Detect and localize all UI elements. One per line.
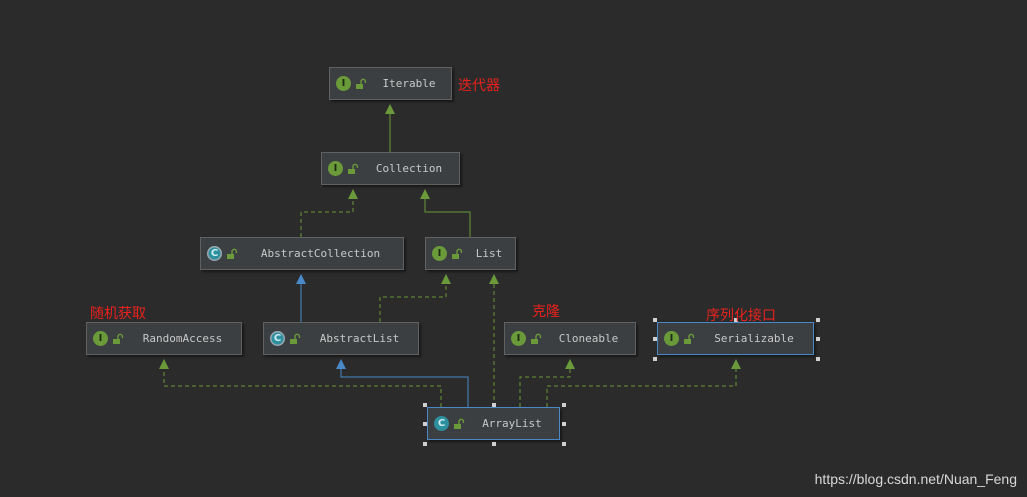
arrowhead-icon <box>441 274 451 284</box>
resize-handle[interactable] <box>492 442 496 446</box>
arrowhead-icon <box>296 274 306 284</box>
edge-list-to-collection <box>424 191 471 237</box>
resize-handle[interactable] <box>653 357 657 361</box>
abstract-list-node[interactable]: C AbstractList <box>263 322 419 355</box>
resize-handle[interactable] <box>653 337 657 341</box>
unlock-icon <box>356 78 367 89</box>
node-label: AbstractList <box>319 332 400 345</box>
arrowhead-icon <box>565 359 575 369</box>
random-access-note: 随机获取 <box>90 306 146 322</box>
unlock-icon <box>684 333 695 344</box>
arrowhead-icon <box>159 359 169 369</box>
resize-handle[interactable] <box>653 318 657 322</box>
unlock-icon <box>348 163 359 174</box>
resize-handle[interactable] <box>423 422 427 426</box>
abstract-class-icon: C <box>207 246 222 261</box>
node-label: RandomAccess <box>142 332 223 345</box>
arrowhead-icon <box>336 359 346 369</box>
watermark: https://blog.csdn.net/Nuan_Feng <box>814 471 1017 487</box>
cloneable-note: 克隆 <box>532 304 560 320</box>
class-icon: C <box>434 416 449 431</box>
node-label: Collection <box>375 162 443 175</box>
arrowhead-icon <box>420 189 430 199</box>
interface-icon: I <box>328 161 343 176</box>
unlock-icon <box>227 248 238 259</box>
arrowhead-icon <box>731 359 741 369</box>
resize-handle[interactable] <box>423 403 427 407</box>
node-label: Iterable <box>382 77 436 90</box>
arrowhead-icon <box>489 274 499 284</box>
serializable-node[interactable]: I Serializable <box>657 322 814 355</box>
resize-handle[interactable] <box>734 318 738 322</box>
unlock-icon <box>531 333 542 344</box>
random-access-node[interactable]: I RandomAccess <box>86 322 242 355</box>
edge-abstract-list-to-list <box>379 276 447 322</box>
interface-icon: I <box>664 331 679 346</box>
unlock-icon <box>452 248 463 259</box>
resize-handle[interactable] <box>562 403 566 407</box>
node-label: List <box>475 247 503 260</box>
abstract-collection-node[interactable]: C AbstractCollection <box>200 237 404 270</box>
resize-handle[interactable] <box>816 337 820 341</box>
array-list-node[interactable]: C ArrayList <box>427 407 560 440</box>
resize-handle[interactable] <box>562 442 566 446</box>
node-label: Serializable <box>714 332 794 345</box>
cloneable-node[interactable]: I Cloneable <box>504 322 636 355</box>
resize-handle[interactable] <box>816 357 820 361</box>
edge-array-list-to-serializable <box>546 361 737 407</box>
collection-node[interactable]: I Collection <box>321 152 460 185</box>
abstract-class-icon: C <box>270 331 285 346</box>
edge-abstract-collection-to-collection <box>300 191 354 237</box>
node-label: Cloneable <box>558 332 619 345</box>
interface-icon: I <box>93 331 108 346</box>
iterable-note: 迭代器 <box>458 78 500 94</box>
edge-array-list-to-abstract-list <box>340 361 469 407</box>
arrowhead-icon <box>385 104 395 114</box>
resize-handle[interactable] <box>423 442 427 446</box>
list-node[interactable]: I List <box>425 237 516 270</box>
resize-handle[interactable] <box>492 403 496 407</box>
serializable-note: 序列化接口 <box>706 308 776 324</box>
unlock-icon <box>113 333 124 344</box>
resize-handle[interactable] <box>816 318 820 322</box>
interface-icon: I <box>511 331 526 346</box>
arrowhead-icon <box>348 189 358 199</box>
edge-array-list-to-random-access <box>163 361 442 407</box>
interface-icon: I <box>432 246 447 261</box>
unlock-icon <box>454 418 465 429</box>
interface-icon: I <box>336 76 351 91</box>
iterable-node[interactable]: I Iterable <box>329 67 452 100</box>
unlock-icon <box>290 333 301 344</box>
node-label: ArrayList <box>482 417 542 430</box>
resize-handle[interactable] <box>562 422 566 426</box>
node-label: AbstractCollection <box>260 247 381 260</box>
edge-array-list-to-cloneable <box>519 361 571 407</box>
